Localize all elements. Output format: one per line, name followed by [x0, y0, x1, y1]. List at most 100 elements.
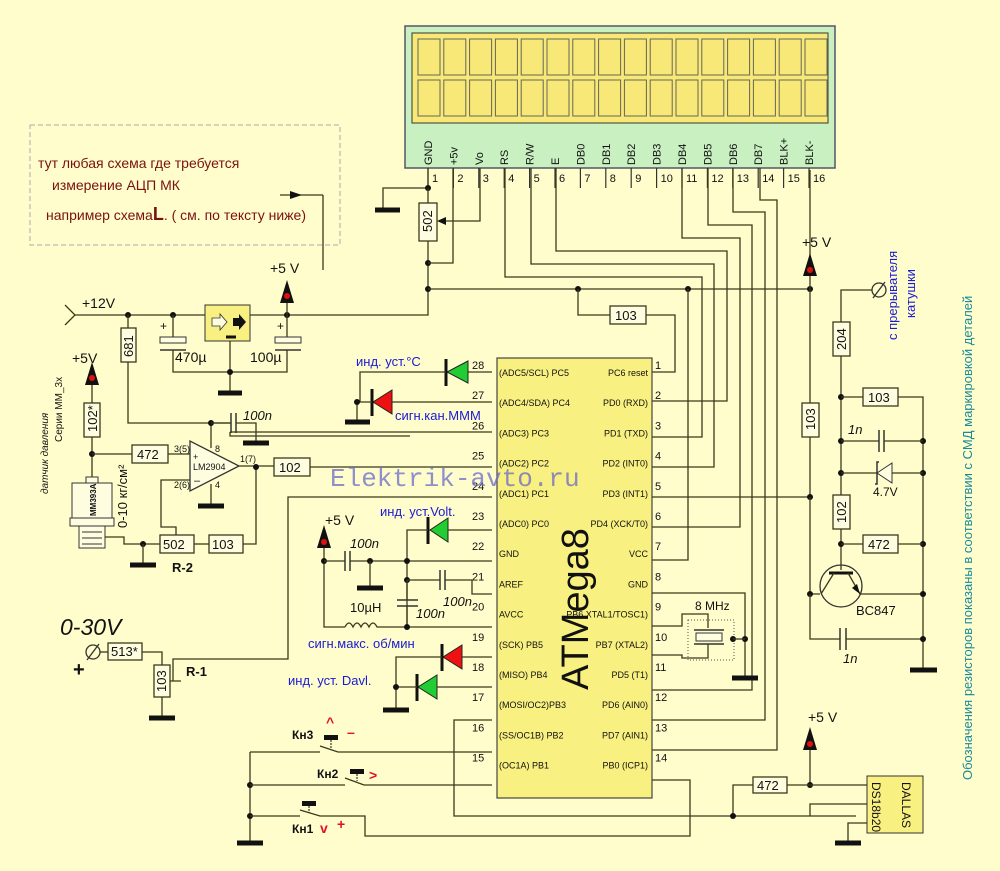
- note-box: тут любая схема где требуется измерение …: [29, 124, 341, 270]
- mcu-pin-label: PD2 (INT0): [602, 459, 648, 469]
- mcu-pin-label: VCC: [629, 549, 649, 559]
- transistor-bc847: [819, 564, 863, 608]
- r-502-value: 502: [163, 537, 185, 552]
- svg-text:+: +: [193, 452, 198, 462]
- r-472-ign-value: 472: [868, 537, 890, 552]
- mcu-pin-number: 16: [472, 722, 484, 734]
- transistor-label: BC847: [856, 603, 896, 618]
- mcu-pin-label: PB6 XTAL1/TOSC1): [566, 610, 648, 620]
- r-102-out-value: 102: [279, 460, 301, 475]
- lcd-pin-number: 8: [610, 173, 616, 185]
- lcd-cell: [727, 38, 751, 76]
- lcd-pin-name: RS: [499, 150, 511, 165]
- lcd-pin-number: 6: [559, 173, 565, 185]
- mcu-pin-number: 2: [655, 390, 661, 402]
- cap-c2-value: 100n: [443, 594, 472, 609]
- svg-text:+: +: [160, 319, 167, 333]
- lcd-cell: [494, 79, 518, 117]
- mcu-pin-label: PD1 (TXD): [604, 428, 648, 438]
- led-rpm-label: сигн.макс. об/мин: [308, 636, 415, 651]
- button-kn2-sym1: >: [369, 767, 377, 783]
- lcd-cell: [572, 79, 596, 117]
- lcd-cell: [520, 79, 544, 117]
- button-kn1-label: Кн1: [292, 822, 314, 836]
- button-kn3-sym1: ^: [326, 714, 334, 730]
- lcd-cell: [649, 79, 673, 117]
- cap-c1-value: 100n: [350, 536, 379, 551]
- lcd-cells: [417, 38, 828, 117]
- lcd-cell: [546, 79, 570, 117]
- lcd-cell: [623, 79, 647, 117]
- r-103-div-value: 103: [154, 670, 169, 692]
- r-681-value: 681: [121, 335, 136, 357]
- thermo-chip-model: DS18b20: [869, 782, 883, 832]
- lcd-cell: [752, 79, 776, 117]
- crystal-circuit: 8 MHz: [652, 592, 758, 681]
- reset-resistor-value: 103: [615, 308, 637, 323]
- lcd-wiring: 502 103: [290, 168, 813, 751]
- mcu-pin-label: (SS/OC1B) PB2: [499, 730, 564, 740]
- lcd-pin-name: DB5: [702, 144, 714, 165]
- r-102star-value: 102*: [85, 405, 100, 432]
- vcc-label-1: +5 V: [270, 260, 300, 276]
- lcd-cell: [520, 38, 544, 76]
- lcd-pin-name: DB3: [652, 144, 664, 165]
- lcd-cell: [804, 38, 828, 76]
- thermo-sensor: +5 V 472 DALLAS DS18b20: [730, 709, 924, 846]
- mcu-pin-number: 24: [472, 481, 484, 493]
- lcd-pin-name: R/W: [525, 143, 537, 165]
- r-204-value: 204: [834, 328, 849, 350]
- button-kn1-sym2: +: [337, 816, 345, 832]
- watermark: Elektrik-avto.ru: [330, 464, 580, 494]
- lcd-cell: [727, 79, 751, 117]
- mcu-pin-label: PB0 (ICP1): [602, 761, 648, 771]
- contrast-pot-value: 502: [420, 210, 435, 232]
- r-513-value: 513*: [111, 644, 138, 659]
- mcu-pin-label: (ADC1) PC1: [499, 489, 549, 499]
- cap-1n-top-value: 1n: [848, 422, 862, 437]
- mcu-pin-number: 1: [655, 360, 661, 372]
- lcd-pin-number: 9: [635, 173, 641, 185]
- buttons: Кн3 ^ – Кн2 > Кн1 v +: [237, 714, 856, 846]
- sensor-model: ММ393А: [89, 483, 98, 516]
- mcu-pin-number: 21: [472, 571, 484, 583]
- mcu-pin-number: 11: [655, 662, 666, 674]
- lcd-pin-number: 13: [737, 173, 749, 185]
- lcd-pin-number: 5: [534, 173, 540, 185]
- lcd-pin-name: +5v: [448, 146, 460, 165]
- mcu-pin-label: (ADC0) PC0: [499, 519, 549, 529]
- lcd-cell: [469, 79, 493, 117]
- lcd-cell: [598, 79, 622, 117]
- lcd-cell: [804, 79, 828, 117]
- lcd-cell: [752, 38, 776, 76]
- lcd-pin-number: 12: [711, 173, 723, 185]
- lcd-pin-name: DB4: [677, 144, 689, 165]
- inductor-value: 10µH: [350, 600, 381, 615]
- r1-label: R-1: [186, 664, 207, 679]
- lcd-pin-name: BLK-: [804, 140, 816, 165]
- lcd-cell: [778, 79, 802, 117]
- r2-label: R-2: [172, 560, 193, 575]
- lcd-cell: [469, 38, 493, 76]
- led-volt-label: инд. уст.Volt.: [380, 504, 456, 519]
- mcu-pin-number: 5: [655, 481, 661, 493]
- opamp-cap-value: 100n: [243, 408, 272, 423]
- lcd-pin-number: 1: [432, 173, 438, 185]
- mcu-pin-label: (OC1A) PB1: [499, 761, 549, 771]
- ignition-circuit: +5 V 103 1n с прерывателя катушки 204 10…: [652, 234, 937, 673]
- mcu-pin-number: 20: [472, 602, 484, 614]
- button-kn2-label: Кн2: [317, 767, 339, 781]
- analog-supply: +5 V 100n 100n 100n 10µH: [317, 512, 492, 630]
- mcu-pin-label: (SCK) PB5: [499, 640, 543, 650]
- lcd-pin-name: DB7: [753, 144, 765, 165]
- opamp-pin-plus: 3(5): [174, 444, 190, 454]
- mcu-pin-number: 14: [655, 753, 667, 765]
- note-line3-pre: например схема: [46, 207, 153, 223]
- mcu-pin-number: 15: [472, 753, 484, 765]
- mcu-pin-label: AVCC: [499, 610, 524, 620]
- pressure-range: 0-10 кг/см²: [115, 464, 130, 528]
- lcd-pin-number: 10: [661, 173, 673, 185]
- mcu-pin-label: (MOSI/OC2)PB3: [499, 700, 566, 710]
- mcu-pin-label: PD3 (INT1): [602, 489, 648, 499]
- cap-470u-value: 470µ: [175, 349, 206, 365]
